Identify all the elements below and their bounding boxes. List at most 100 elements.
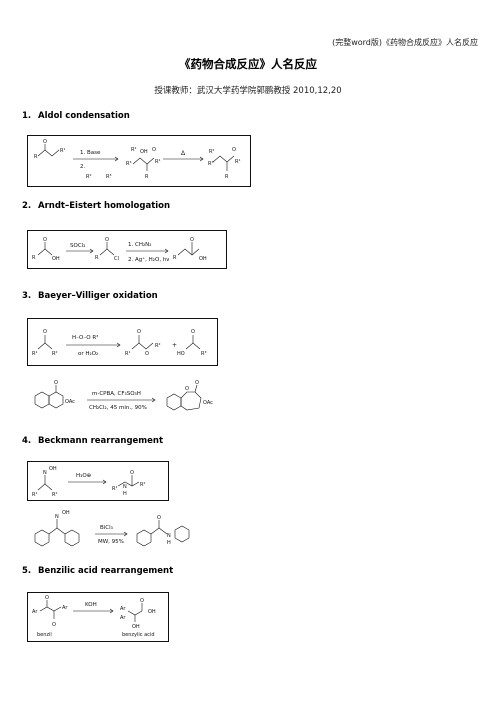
- section-title: Aldol condensation: [38, 111, 130, 121]
- svg-text:OAc: OAc: [65, 399, 75, 405]
- svg-text:BiCl₃: BiCl₃: [100, 525, 113, 531]
- svg-text:O: O: [195, 380, 199, 386]
- svg-text:CH₂Cl₂, 45 min., 90%: CH₂Cl₂, 45 min., 90%: [89, 405, 147, 411]
- section-1-heading: 1. Aldol condensation: [22, 111, 130, 121]
- section-5-heading: 5. Benzilic acid rearrangement: [22, 566, 173, 576]
- svg-text:2. Ag⁺, H₂O, hν: 2. Ag⁺, H₂O, hν: [128, 256, 169, 263]
- svg-text:O: O: [43, 139, 47, 145]
- baeyer-villiger-scheme: O R¹ R² H₋O₋O R³ or H₂O₂ O R¹ O R² + O H…: [27, 318, 218, 366]
- svg-text:R¹: R¹: [112, 486, 117, 492]
- benzilic-acid-scheme: O Ar Ar O benzil KOH Ar Ar O OH OH benzy…: [27, 592, 169, 642]
- svg-text:N: N: [55, 514, 59, 520]
- svg-text:R: R: [145, 174, 149, 180]
- section-number: 5.: [22, 566, 32, 576]
- svg-text:OAc: OAc: [203, 400, 213, 406]
- svg-text:N: N: [167, 533, 171, 539]
- section-number: 3.: [22, 291, 32, 301]
- svg-text:R: R: [32, 255, 36, 261]
- svg-text:O: O: [52, 622, 56, 628]
- svg-text:O: O: [190, 237, 194, 243]
- svg-text:MW, 95%: MW, 95%: [98, 539, 124, 545]
- svg-text:R³: R³: [126, 161, 131, 167]
- svg-text:H₋O₋O R³: H₋O₋O R³: [72, 334, 98, 341]
- beckmann-drawing: N OH R¹ R² H₃O⊕ R¹ N H O R²: [32, 466, 145, 498]
- svg-text:O: O: [185, 386, 189, 392]
- section-3-heading: 3. Baeyer–Villiger oxidation: [22, 291, 158, 301]
- svg-text:O: O: [140, 598, 144, 604]
- svg-text:O: O: [130, 470, 134, 476]
- svg-text:Ar: Ar: [120, 606, 126, 612]
- section-number: 2.: [22, 201, 32, 211]
- svg-text:OH: OH: [199, 256, 207, 262]
- svg-text:R²: R²: [140, 482, 145, 488]
- svg-text:H: H: [167, 540, 171, 546]
- arndt-eistert-drawing: O R OH SOCl₂ O R Cl 1. CH₂N₂ 2. Ag⁺, H₂O…: [32, 237, 207, 263]
- svg-text:R²: R²: [209, 149, 214, 155]
- svg-text:benzil: benzil: [37, 632, 52, 638]
- svg-text:Ar: Ar: [120, 615, 126, 621]
- svg-text:R¹: R¹: [155, 159, 160, 165]
- svg-text:O: O: [45, 595, 49, 601]
- svg-text:R³: R³: [106, 174, 111, 180]
- svg-text:N: N: [43, 470, 47, 476]
- beckmann-example-drawing: N OH BiCl₃ MW, 95% O N H: [34, 510, 190, 547]
- svg-text:R²: R²: [131, 147, 136, 153]
- svg-text:R: R: [225, 174, 229, 180]
- svg-text:R²: R²: [52, 351, 57, 357]
- svg-text:R: R: [173, 255, 177, 261]
- svg-text:Δ: Δ: [181, 150, 186, 157]
- svg-text:OH: OH: [140, 149, 148, 155]
- svg-text:m-CPBA, CF₃SO₃H: m-CPBA, CF₃SO₃H: [92, 391, 141, 397]
- svg-text:O: O: [43, 329, 47, 335]
- svg-text:R¹: R¹: [60, 148, 65, 154]
- benzilic-acid-drawing: O Ar Ar O benzil KOH Ar Ar O OH OH benzy…: [32, 595, 156, 638]
- svg-text:O: O: [145, 351, 149, 357]
- svg-text:R¹: R¹: [125, 351, 130, 357]
- svg-text:O: O: [191, 329, 195, 335]
- svg-text:O: O: [105, 237, 109, 243]
- svg-text:SOCl₂: SOCl₂: [70, 243, 85, 249]
- svg-text:R³: R³: [201, 351, 206, 357]
- svg-text:HO: HO: [177, 351, 185, 357]
- svg-text:KOH: KOH: [85, 602, 97, 608]
- svg-text:H₃O⊕: H₃O⊕: [76, 473, 91, 479]
- svg-text:1. CH₂N₂: 1. CH₂N₂: [128, 242, 152, 248]
- section-title: Benzilic acid rearrangement: [38, 566, 174, 576]
- svg-text:R²: R²: [86, 174, 91, 180]
- svg-text:OH: OH: [49, 466, 57, 472]
- svg-text:benzylic acid: benzylic acid: [122, 632, 155, 638]
- svg-text:H: H: [123, 491, 127, 497]
- svg-text:OH: OH: [52, 256, 60, 262]
- document-subtitle: 授课教师：武汉大学药学院郭鹏教授 2010,12,20: [154, 86, 342, 96]
- section-2-heading: 2. Arndt–Eistert homologation: [22, 201, 170, 211]
- svg-text:O: O: [232, 147, 236, 153]
- beckmann-scheme: N OH R¹ R² H₃O⊕ R¹ N H O R²: [27, 461, 169, 501]
- svg-text:R²: R²: [52, 492, 57, 498]
- svg-text:R¹: R¹: [235, 159, 240, 165]
- aldol-scheme-drawing: R R¹ O 1. Base 2. R² R³ R² R³ OH O R¹ R …: [34, 139, 240, 180]
- svg-text:OH: OH: [148, 609, 156, 615]
- baeyer-villiger-drawing: O R¹ R² H₋O₋O R³ or H₂O₂ O R¹ O R² + O H…: [32, 329, 206, 357]
- svg-text:2.: 2.: [80, 164, 85, 170]
- svg-text:R²: R²: [155, 343, 160, 349]
- section-number: 1.: [22, 111, 32, 121]
- svg-text:Ar: Ar: [32, 609, 38, 615]
- svg-text:+: +: [172, 342, 177, 349]
- section-title: Arndt–Eistert homologation: [38, 201, 171, 211]
- baeyer-villiger-example: O OAc m-CPBA, CF₃SO₃H CH₂Cl₂, 45 min., 9…: [27, 376, 247, 422]
- svg-text:O: O: [152, 147, 156, 153]
- svg-text:R¹: R¹: [32, 351, 37, 357]
- svg-text:R³: R³: [208, 161, 213, 167]
- svg-text:or H₂O₂: or H₂O₂: [78, 351, 98, 357]
- section-number: 4.: [22, 436, 32, 446]
- svg-text:R: R: [95, 255, 99, 261]
- svg-text:R¹: R¹: [32, 492, 37, 498]
- section-title: Baeyer–Villiger oxidation: [38, 291, 158, 301]
- svg-text:R: R: [34, 154, 38, 160]
- svg-text:O: O: [137, 329, 141, 335]
- svg-text:Cl: Cl: [114, 256, 119, 262]
- svg-text:OH: OH: [62, 510, 70, 516]
- document-title: 《药物合成反应》人名反应: [179, 57, 317, 71]
- beckmann-example: N OH BiCl₃ MW, 95% O N H: [27, 508, 227, 552]
- svg-text:O: O: [54, 380, 58, 386]
